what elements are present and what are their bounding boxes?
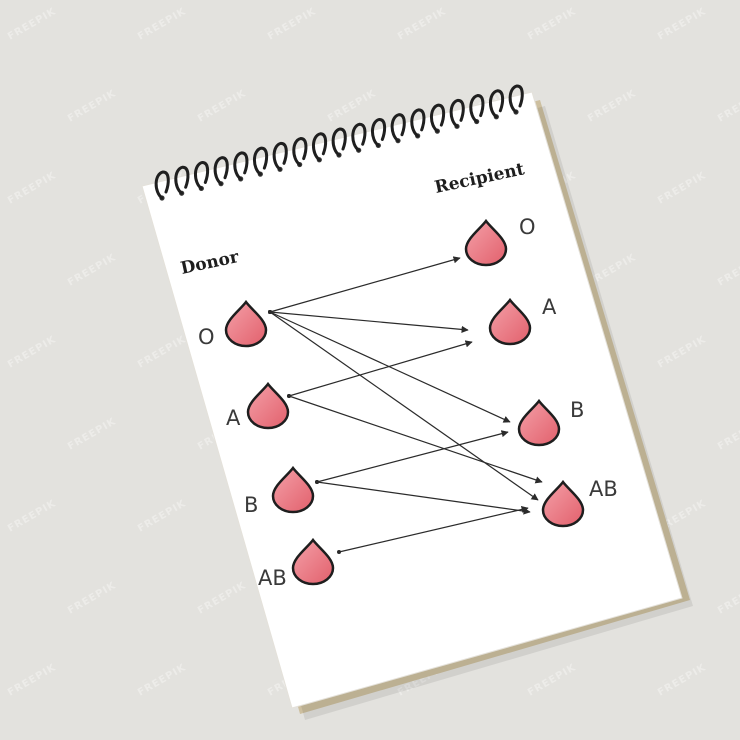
watermark-text: FREEPIK: [526, 6, 578, 43]
spiral-coil: [233, 151, 249, 181]
watermark-text: FREEPIK: [66, 88, 118, 125]
compatibility-arrows: [268, 256, 543, 554]
blood-drop-icon: [541, 479, 585, 528]
watermark-text: FREEPIK: [6, 662, 58, 699]
watermark-text: FREEPIK: [6, 6, 58, 43]
watermark-text: FREEPIK: [6, 170, 58, 207]
arrow-O-to-B: [269, 311, 511, 423]
spiral-coil: [449, 98, 465, 128]
recipient-node-A: A: [488, 295, 557, 346]
donor-label-B: B: [244, 493, 258, 517]
arrow-A-to-AB: [288, 395, 543, 484]
donor-node-AB: AB: [258, 537, 335, 590]
spiral-coil: [390, 113, 406, 143]
watermark-text: FREEPIK: [656, 170, 708, 207]
spiral-coil: [508, 84, 524, 114]
donor-node-O: O: [198, 299, 268, 349]
donor-node-A: A: [226, 381, 290, 430]
blood-drop-icon: [291, 537, 335, 586]
watermark-text: FREEPIK: [656, 334, 708, 371]
watermark-text: FREEPIK: [716, 88, 740, 125]
arrow-origin-dot: [315, 480, 319, 484]
spiral-coil: [410, 108, 426, 138]
arrow-O-to-AB: [269, 311, 539, 501]
notebook-page: [141, 91, 683, 709]
watermark-text: FREEPIK: [586, 88, 638, 125]
arrow-B-to-B: [316, 430, 509, 483]
spiral-coil: [213, 156, 229, 186]
recipient-label-O: O: [519, 215, 536, 239]
recipient-label-A: A: [542, 295, 557, 319]
watermark-text: FREEPIK: [526, 662, 578, 699]
donor-label-AB: AB: [258, 566, 287, 590]
watermark-text: FREEPIK: [136, 334, 188, 371]
spiral-coil: [193, 160, 210, 190]
watermark-text: FREEPIK: [136, 498, 188, 535]
watermark-text: FREEPIK: [326, 88, 378, 125]
spiral-coil: [429, 103, 446, 133]
donor-node-B: B: [244, 465, 315, 517]
recipient-label-B: B: [570, 398, 584, 422]
watermark-text: FREEPIK: [66, 580, 118, 617]
arrow-AB-to-AB: [338, 505, 529, 553]
watermark-text: FREEPIK: [396, 6, 448, 43]
spiral-coil: [351, 122, 367, 152]
watermark-text: FREEPIK: [716, 580, 740, 617]
watermark-text: FREEPIK: [196, 580, 248, 617]
arrow-A-to-A: [288, 340, 473, 397]
donor-label-A: A: [226, 406, 241, 430]
spiral-coil: [311, 132, 328, 162]
spiral-coil: [469, 94, 485, 124]
spiral-coil: [154, 170, 170, 200]
recipient-node-B: B: [517, 398, 584, 447]
blood-drop-icon: [464, 218, 508, 267]
watermark-text: FREEPIK: [136, 662, 188, 699]
blood-drop-icon: [246, 381, 290, 430]
watermark-text: FREEPIK: [716, 252, 740, 289]
spiral-coil: [174, 165, 190, 195]
spiral-coil: [272, 141, 288, 171]
spiral-coil: [252, 146, 269, 176]
spiral-binding: [154, 84, 524, 201]
spiral-coil: [292, 137, 308, 167]
watermark-text: FREEPIK: [656, 662, 708, 699]
recipient-node-AB: AB: [541, 477, 618, 528]
recipient-node-O: O: [464, 215, 536, 267]
watermark-text: FREEPIK: [196, 88, 248, 125]
blood-drop-icon: [224, 299, 268, 348]
watermark-text: FREEPIK: [266, 6, 318, 43]
watermark-text: FREEPIK: [136, 6, 188, 43]
watermark-text: FREEPIK: [66, 416, 118, 453]
spiral-coil: [488, 89, 505, 119]
blood-drop-icon: [271, 465, 315, 514]
arrow-O-to-O: [269, 256, 461, 313]
arrow-origin-dot: [337, 550, 341, 554]
donor-label-O: O: [198, 325, 215, 349]
recipient-label-AB: AB: [589, 477, 618, 501]
spiral-coil: [331, 127, 347, 157]
watermark-text: FREEPIK: [6, 334, 58, 371]
blood-drop-icon: [488, 297, 532, 346]
arrow-origin-dot: [287, 394, 291, 398]
blood-drop-icon: [517, 398, 561, 447]
arrow-O-to-A: [269, 311, 469, 333]
watermark-text: FREEPIK: [716, 416, 740, 453]
arrow-origin-dot: [268, 310, 272, 314]
watermark-text: FREEPIK: [6, 498, 58, 535]
arrow-B-to-AB: [316, 481, 531, 515]
spiral-coil: [370, 117, 387, 147]
watermark-text: FREEPIK: [656, 6, 708, 43]
watermark-text: FREEPIK: [66, 252, 118, 289]
